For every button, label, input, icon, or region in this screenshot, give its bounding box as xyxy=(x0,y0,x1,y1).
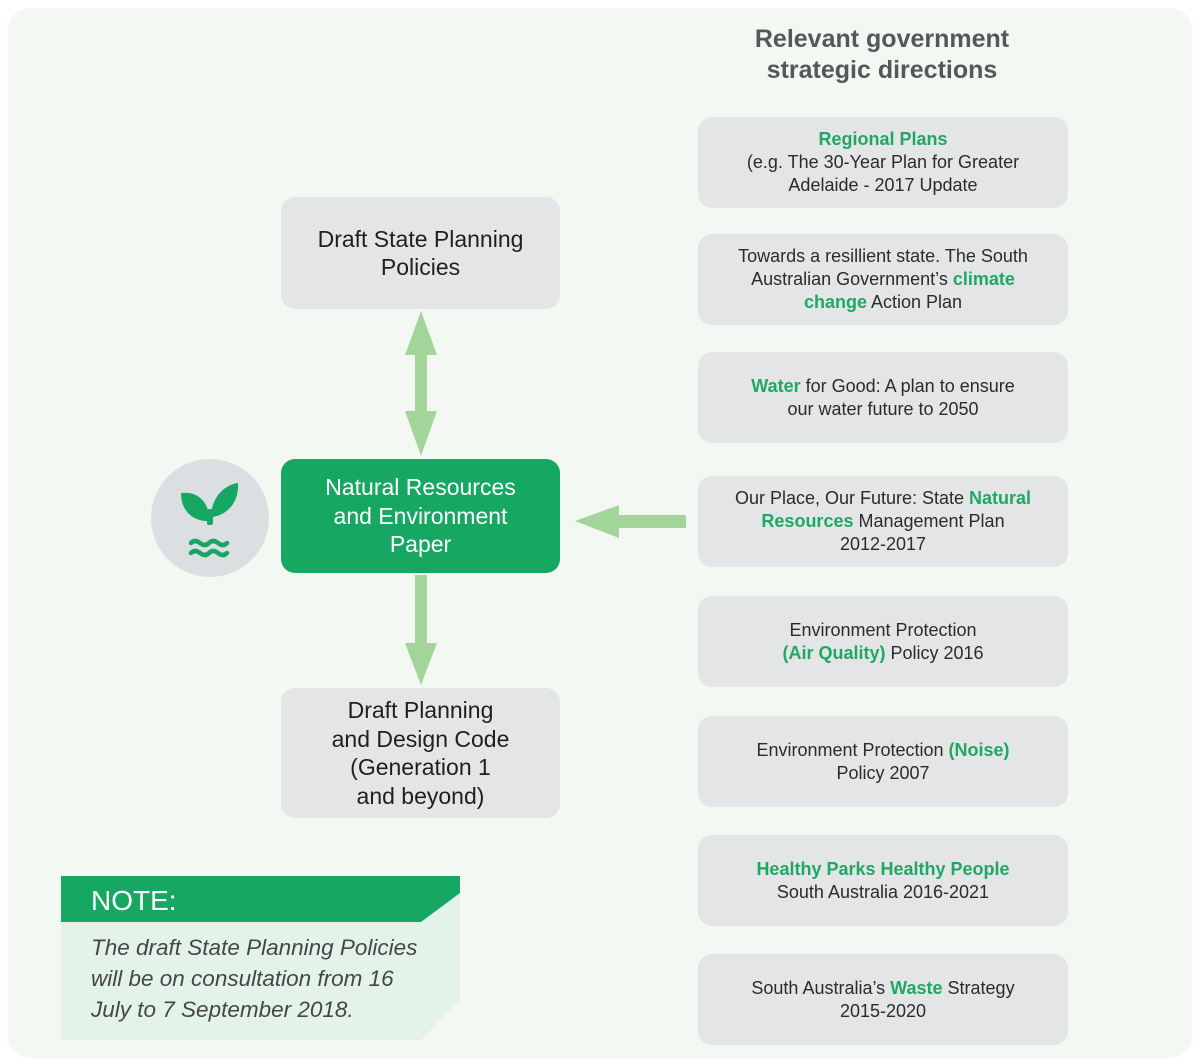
natural-resources-environment-paper-box: Natural Resources and Environment Paper xyxy=(281,459,560,573)
right-column-heading: Relevant government strategic directions xyxy=(700,24,1064,86)
box-line: and Environment xyxy=(333,502,508,529)
highlight-text: Healthy Parks Healthy People xyxy=(756,858,1010,879)
strategy-box-regional-plans: Regional Plans (e.g. The 30-Year Plan fo… xyxy=(698,117,1068,208)
box-line: Policies xyxy=(380,254,461,280)
arrow-left xyxy=(575,505,686,538)
note-body: The draft State Planning Policies will b… xyxy=(91,932,451,1025)
box-text: for Good: A plan to ensure xyxy=(800,375,1015,396)
strategy-box-climate-change: Towards a resillient state. The South Au… xyxy=(698,234,1068,325)
box-line: our water future to 2050 xyxy=(787,398,979,419)
highlight-text: change xyxy=(803,292,867,312)
highlight-text: Waste xyxy=(890,977,943,998)
box-line: Draft State Planning xyxy=(317,225,524,252)
consultation-note: NOTE: The draft State Planning Policies … xyxy=(61,876,460,1040)
highlight-text: climate xyxy=(952,269,1015,289)
highlight-text: Regional Plans xyxy=(818,129,948,149)
box-line: 2012-2017 xyxy=(839,534,927,554)
box-text: South Australia’s xyxy=(751,977,891,998)
draft-state-planning-policies-box: Draft State Planning Policies xyxy=(281,197,560,309)
box-line: South Australia 2016-2021 xyxy=(776,881,990,902)
note-line: July to 7 September 2018. xyxy=(91,997,354,1022)
box-line: Paper xyxy=(389,531,452,558)
box-text: Management Plan xyxy=(853,511,1005,531)
strategy-box-healthy-parks: Healthy Parks Healthy People South Austr… xyxy=(698,835,1068,926)
box-line: Environment Protection xyxy=(789,619,977,640)
double-arrow-up-down xyxy=(405,311,437,456)
strategy-box-waste: South Australia’s Waste Strategy 2015-20… xyxy=(698,954,1068,1045)
box-line: Towards a resillient state. The South xyxy=(738,246,1028,266)
box-line: and beyond) xyxy=(356,782,485,809)
strategy-box-noise: Environment Protection (Noise) Policy 20… xyxy=(698,716,1068,807)
strategy-box-water-for-good: Water for Good: A plan to ensure our wat… xyxy=(698,352,1068,443)
box-text: Environment Protection xyxy=(756,739,949,760)
note-title: NOTE: xyxy=(91,885,177,916)
highlight-text: Natural xyxy=(969,488,1032,508)
highlight-text: (Air Quality) xyxy=(782,642,886,663)
box-line: Natural Resources xyxy=(325,474,516,501)
strategy-box-natural-resources: Our Place, Our Future: State Natural Res… xyxy=(698,476,1068,567)
box-text: Action Plan xyxy=(866,292,963,312)
box-line: Draft Planning xyxy=(347,697,494,723)
box-line: 2015-2020 xyxy=(839,1000,927,1021)
box-line: Adelaide - 2017 Update xyxy=(788,175,978,195)
highlight-text: Water xyxy=(751,375,801,396)
note-background xyxy=(61,876,460,1040)
box-text: Policy 2016 xyxy=(885,642,984,663)
highlight-text: (Noise) xyxy=(948,739,1010,760)
box-line: Policy 2007 xyxy=(836,762,930,783)
note-line: will be on consultation from 16 xyxy=(91,966,394,991)
box-text: Australian Government’s xyxy=(751,269,953,289)
highlight-text: Resources xyxy=(761,511,854,531)
box-line: (e.g. The 30-Year Plan for Greater xyxy=(746,152,1020,172)
box-line: (Generation 1 xyxy=(350,754,491,780)
note-line: The draft State Planning Policies xyxy=(91,935,418,960)
leaf-and-water-icon xyxy=(151,459,269,577)
strategy-box-air-quality: Environment Protection (Air Quality) Pol… xyxy=(698,596,1068,687)
heading-line-1: Relevant government xyxy=(754,25,1010,53)
heading-line-2: strategic directions xyxy=(766,56,998,84)
arrow-down xyxy=(405,575,437,685)
draft-planning-design-code-box: Draft Planning and Design Code (Generati… xyxy=(281,688,560,818)
box-text: Strategy xyxy=(942,977,1015,998)
box-line: and Design Code xyxy=(331,725,510,752)
box-text: Our Place, Our Future: State xyxy=(734,488,970,508)
